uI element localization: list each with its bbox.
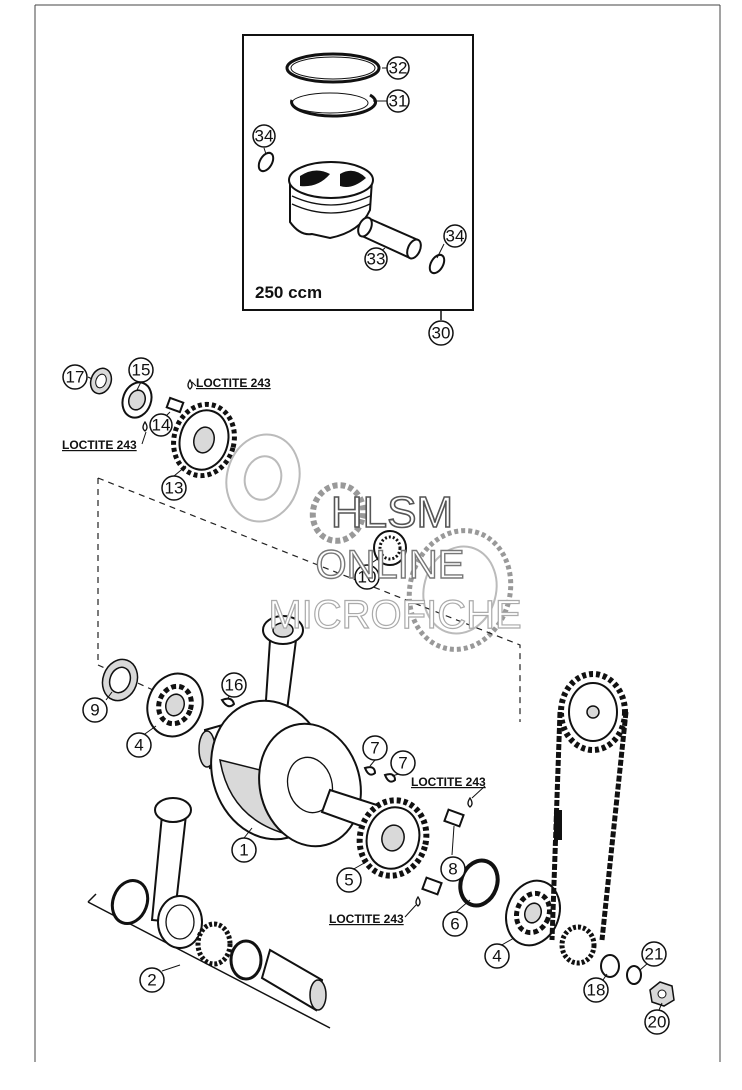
circlip-left	[257, 151, 275, 173]
callout-34-left-label: 34	[255, 127, 274, 146]
callout-15[interactable]: 15	[128, 357, 154, 383]
callout-17[interactable]: 17	[62, 364, 88, 390]
washer-18	[600, 954, 620, 978]
piston-ring-lower	[290, 92, 378, 118]
callout-14[interactable]: 14	[149, 413, 173, 437]
balancer-weight	[225, 433, 301, 523]
callout-13-label: 13	[165, 479, 184, 498]
callout-16-label: 16	[225, 676, 244, 695]
loctite-note-left: LOCTITE 243	[62, 438, 137, 452]
callout-32[interactable]: 32	[386, 56, 410, 80]
loctite-drop-2	[142, 420, 148, 432]
callout-18-label: 18	[587, 981, 606, 1000]
loctite-note-right: LOCTITE 243	[411, 775, 486, 789]
callout-14-label: 14	[152, 416, 171, 435]
callout-8[interactable]: 8	[440, 856, 466, 882]
callout-4-right-label: 4	[492, 947, 501, 966]
bolt-upper	[443, 808, 465, 828]
washer-21	[626, 965, 642, 985]
piston-kit-box	[242, 34, 474, 320]
callout-18[interactable]: 18	[583, 977, 609, 1003]
callout-9-label: 9	[90, 701, 99, 720]
hex-nut	[649, 981, 675, 1007]
callout-5[interactable]: 5	[336, 867, 362, 893]
callout-4-left-label: 4	[134, 736, 143, 755]
callout-5-label: 5	[344, 871, 353, 890]
balancer-drive-gear	[171, 401, 237, 479]
callout-33-label: 33	[367, 250, 386, 269]
callout-10-label: 10	[358, 568, 377, 587]
callout-6[interactable]: 6	[442, 911, 468, 937]
watermark-line-1: HLSM	[331, 488, 453, 537]
callout-31-label: 31	[389, 92, 408, 111]
callout-31[interactable]: 31	[386, 89, 410, 113]
callout-7-left-label: 7	[370, 739, 379, 758]
loctite-drop-3	[467, 796, 473, 808]
balancer-bearing-cage	[309, 482, 367, 544]
loctite-note-top: LOCTITE 243	[196, 376, 271, 390]
piston-pin	[357, 216, 422, 260]
loctite-note-bottom: LOCTITE 243	[329, 912, 404, 926]
displacement-caption: 250 ccm	[255, 283, 322, 302]
woodruff-key	[220, 697, 236, 708]
callout-30[interactable]: 30	[428, 320, 454, 346]
bearing-small	[121, 381, 153, 419]
callout-33[interactable]: 33	[364, 247, 388, 271]
timing-chain-sprocket-assembly	[549, 671, 629, 966]
callout-34-right-label: 34	[446, 227, 465, 246]
main-bearing-right	[505, 879, 561, 947]
callout-17-label: 17	[66, 368, 85, 387]
callout-15-label: 15	[132, 361, 151, 380]
callout-21[interactable]: 21	[641, 941, 667, 967]
callout-34-right[interactable]: 34	[443, 224, 467, 248]
callout-7-right-label: 7	[398, 754, 407, 773]
callout-2[interactable]: 2	[139, 967, 165, 993]
callout-4-left[interactable]: 4	[126, 732, 152, 758]
watermark-line-2: ONLINE	[316, 543, 465, 587]
watermark-line-3: MICROFICHE	[268, 593, 521, 637]
callout-6-label: 6	[450, 915, 459, 934]
callout-1[interactable]: 1	[231, 837, 257, 863]
piston	[288, 161, 374, 240]
callout-13[interactable]: 13	[161, 475, 187, 501]
callout-9[interactable]: 9	[82, 697, 108, 723]
callout-30-label: 30	[432, 324, 451, 343]
oil-seal-left	[101, 658, 139, 702]
conrod-kit	[87, 797, 331, 1029]
callout-20[interactable]: 20	[644, 1009, 670, 1035]
needle-bearing	[373, 530, 407, 566]
callout-16[interactable]: 16	[221, 672, 247, 698]
main-bearing-left	[146, 672, 204, 738]
callout-2-label: 2	[147, 971, 156, 990]
loctite-drop-1	[187, 378, 193, 390]
balancer-driven-gear	[406, 528, 514, 652]
callout-21-label: 21	[645, 945, 664, 964]
callout-20-label: 20	[648, 1013, 667, 1032]
circlip-right	[428, 253, 446, 275]
loctite-drop-4	[415, 895, 421, 907]
callout-10[interactable]: 10	[354, 564, 380, 590]
watermark: HLSM ONLINE MICROFICHE	[268, 487, 523, 637]
oil-seal	[89, 367, 113, 395]
bolt-lower	[421, 876, 443, 896]
bolt-small	[165, 396, 185, 414]
callout-32-label: 32	[389, 59, 408, 78]
callout-4-right[interactable]: 4	[484, 943, 510, 969]
piston-ring-upper	[285, 52, 381, 84]
callout-1-label: 1	[239, 841, 248, 860]
callout-7-left[interactable]: 7	[362, 735, 388, 761]
callout-8-label: 8	[448, 860, 457, 879]
woodruff-key-a	[363, 766, 377, 776]
callout-34-left[interactable]: 34	[252, 124, 276, 148]
crankshaft-gear	[356, 797, 430, 879]
crankshaft-assembly	[198, 615, 386, 848]
callout-7-right[interactable]: 7	[390, 750, 416, 776]
